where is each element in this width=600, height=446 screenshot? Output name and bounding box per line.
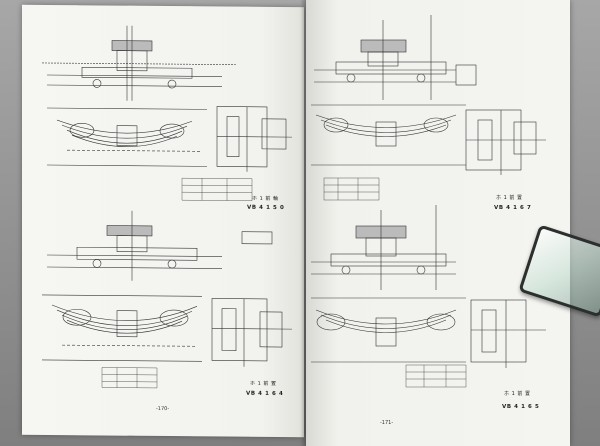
page-number: -170- xyxy=(156,405,170,413)
drawing-bottom-right-spring xyxy=(311,297,466,363)
drawing-bottom-right-elevation xyxy=(311,205,456,290)
figure-caption: ホ 1 前 置 xyxy=(504,391,531,397)
right-page-drawings xyxy=(311,15,546,388)
right-page: ホ 1 前 置 VB 4 1 6 7 ホ 1 前 置 VB 4 1 6 5 -1… xyxy=(306,0,570,446)
figure-caption: ホ 1 前 置 xyxy=(496,195,523,201)
figure-caption: ホ 1 前 置 xyxy=(250,380,277,387)
drawing-top-left-elevation xyxy=(42,25,237,101)
drawing-bottom-right-table xyxy=(405,364,467,388)
left-page: ホ 1 前 軸 VB 4 1 5 0 ホ 1 前 置 VB 4 1 6 4 -1… xyxy=(22,4,304,438)
drawing-top-left-section xyxy=(216,106,292,172)
drawing-top-right-elevation xyxy=(314,15,477,100)
drawing-bottom-left-spring xyxy=(42,294,202,362)
drawing-bottom-left-table xyxy=(101,367,158,389)
drawing-bottom-left-elevation xyxy=(47,210,273,281)
drawing-top-right-section xyxy=(465,109,546,175)
page-number: -171- xyxy=(380,420,394,426)
drawing-top-right-spring xyxy=(311,104,466,166)
drawing-top-left-spring xyxy=(47,107,207,167)
figure-code: VB 4 1 6 7 xyxy=(494,205,532,211)
figure-code: VB 4 1 6 4 xyxy=(246,390,284,398)
figure-caption: ホ 1 前 軸 xyxy=(252,195,279,203)
drawing-top-right-table xyxy=(323,177,380,201)
left-page-drawings xyxy=(42,25,292,389)
figure-code: VB 4 1 6 5 xyxy=(502,404,540,410)
drawing-bottom-left-section xyxy=(211,298,292,367)
drawing-top-left-table xyxy=(181,177,253,201)
drawing-bottom-right-section xyxy=(470,299,546,368)
figure-code: VB 4 1 5 0 xyxy=(247,204,285,212)
